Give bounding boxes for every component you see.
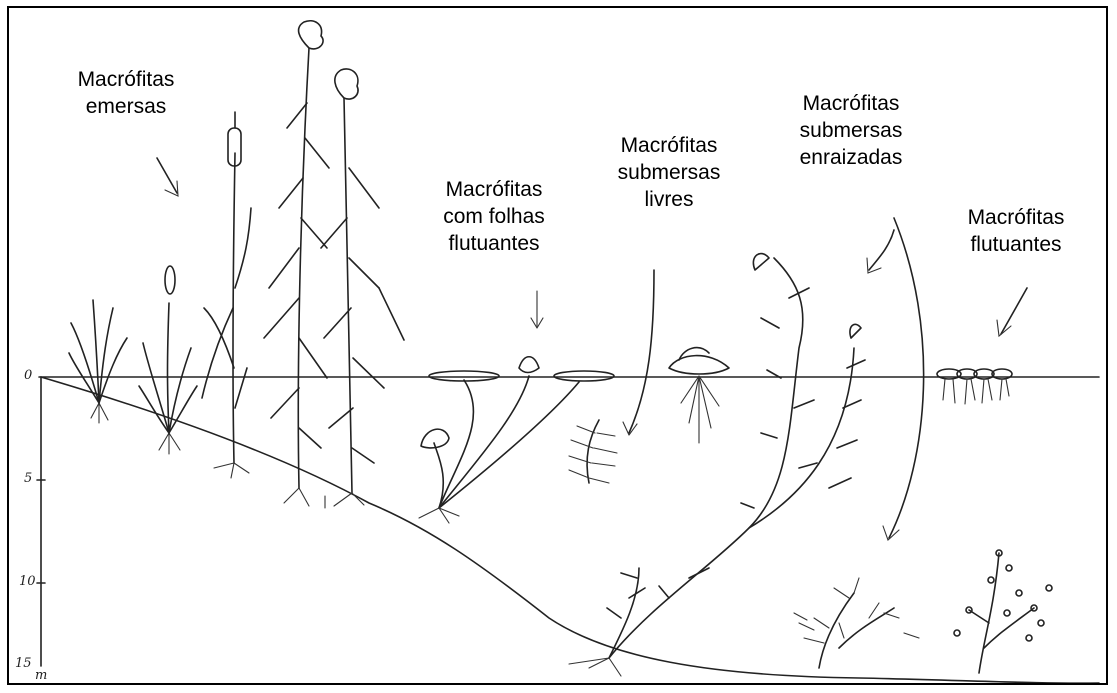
rooted-submerged-arrow — [869, 230, 894, 270]
rooted-submerged-branched-plant — [794, 578, 919, 668]
label-emersas: Macrófitas emersas — [61, 66, 191, 120]
emergent-cattail-plant — [202, 112, 251, 478]
emergent-rush-plant — [69, 300, 127, 423]
rooted-submerged-stem-plant — [569, 254, 865, 676]
floating-leaved-lily-plant — [419, 291, 614, 523]
floating-rosette-plant — [669, 348, 729, 443]
depth-tick-label: 5 — [24, 471, 32, 486]
emergent-spike-plant — [139, 266, 197, 454]
free-floating-plants — [937, 369, 1012, 404]
lake-bottom-profile — [41, 377, 1099, 683]
rooted-submerged-arrow — [889, 218, 924, 538]
label-submersas-enraizadas: Macrófitas submersas enraizadas — [781, 90, 921, 171]
label-submersas-livres: Macrófitas submersas livres — [599, 132, 739, 213]
emergent-tall-reed-plant — [264, 21, 404, 508]
label-flutuantes: Macrófitas flutuantes — [951, 204, 1081, 258]
diagram-frame: Macrófitas emersas Macrófitas com folhas… — [7, 6, 1108, 685]
depth-unit-label: m — [35, 668, 47, 683]
depth-tick-label: 10 — [19, 574, 36, 589]
label-folhas-flutuantes: Macrófitas com folhas flutuantes — [424, 176, 564, 257]
depth-tick-label: 0 — [24, 368, 32, 383]
emergent-arrow — [157, 158, 177, 193]
depth-tick-label: 15 — [15, 656, 32, 671]
floating-arrow — [1001, 288, 1027, 334]
rooted-submerged-beaded-plant — [954, 550, 1052, 673]
